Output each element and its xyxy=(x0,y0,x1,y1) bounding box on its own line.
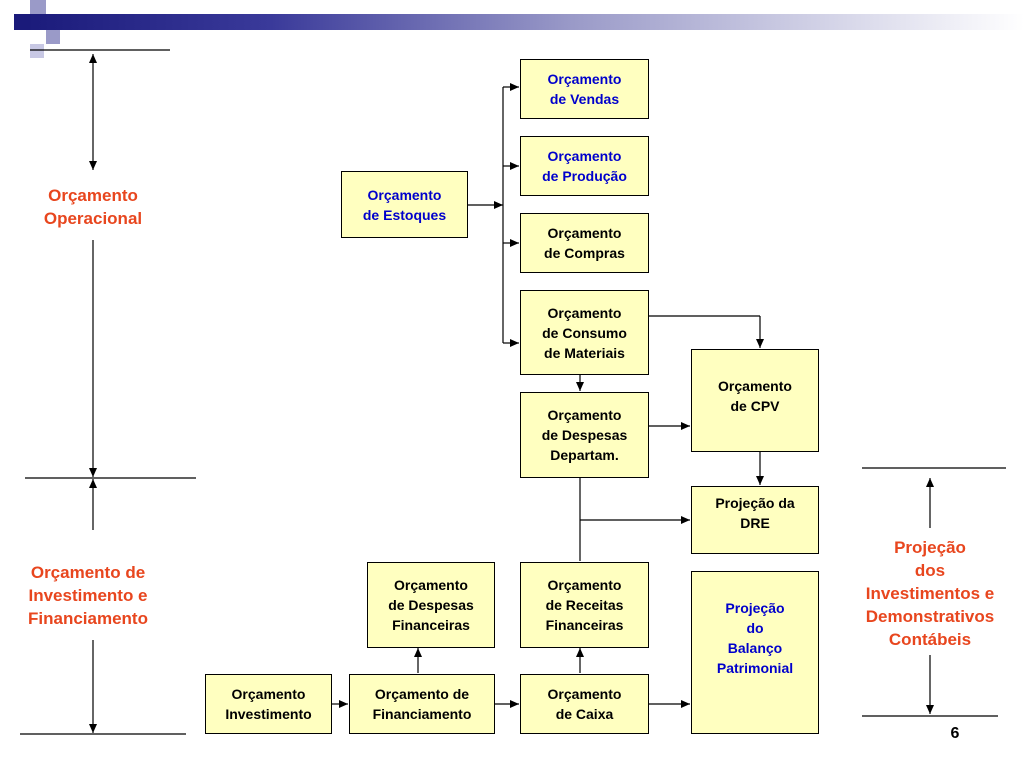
header-square-pale xyxy=(30,44,44,58)
box-projecao-dre: Projeção da DRE xyxy=(691,486,819,554)
box-orcamento-caixa: Orçamento de Caixa xyxy=(520,674,649,734)
header-square-light xyxy=(30,0,46,14)
box-orcamento-consumo-materiais: Orçamento de Consumo de Materiais xyxy=(520,290,649,375)
box-orcamento-vendas: Orçamento de Vendas xyxy=(520,59,649,119)
box-orcamento-producao: Orçamento de Produção xyxy=(520,136,649,196)
label-orcamento-operacional: Orçamento Operacional xyxy=(43,186,143,228)
label-projecao-investimentos-demonstrativos: Projeção dos Investimentos e Demonstrati… xyxy=(865,538,995,649)
header-square-light xyxy=(46,30,60,44)
box-orcamento-financiamento: Orçamento de Financiamento xyxy=(349,674,495,734)
box-orcamento-despesas-departam: Orçamento de Despesas Departam. xyxy=(520,392,649,478)
box-orcamento-investimento: Orçamento Investimento xyxy=(205,674,332,734)
header-gradient-bar xyxy=(20,14,1024,30)
box-orcamento-despesas-financeiras: Orçamento de Despesas Financeiras xyxy=(367,562,495,648)
label-orcamento-investimento-financiamento: Orçamento de Investimento e Financiament… xyxy=(28,563,148,628)
box-orcamento-cpv: Orçamento de CPV xyxy=(691,349,819,452)
box-projecao-balanco-patrimonial: Projeção do Balanço Patrimonial xyxy=(691,571,819,734)
box-orcamento-receitas-financeiras: Orçamento de Receitas Financeiras xyxy=(520,562,649,648)
page-number: 6 xyxy=(950,725,960,742)
header-square-dark xyxy=(14,14,30,30)
box-orcamento-compras: Orçamento de Compras xyxy=(520,213,649,273)
box-orcamento-estoques: Orçamento de Estoques xyxy=(341,171,468,238)
